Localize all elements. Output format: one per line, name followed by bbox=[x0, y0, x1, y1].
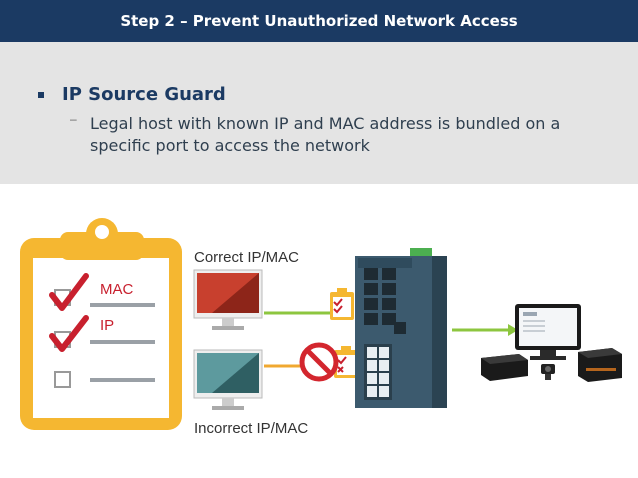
slide-title: Step 2 – Prevent Unauthorized Network Ac… bbox=[0, 0, 638, 42]
output-arrow bbox=[452, 324, 518, 336]
checklist-item-ip: IP bbox=[100, 317, 115, 334]
sub-bullet-dash: – bbox=[70, 112, 77, 126]
camera-icon bbox=[541, 364, 555, 380]
checklist-item-mac: MAC bbox=[100, 281, 134, 298]
network-switch-icon bbox=[355, 248, 447, 408]
small-clipboard-ok-icon bbox=[330, 288, 354, 320]
edge-box-icon bbox=[481, 354, 528, 381]
prohibited-icon bbox=[299, 342, 339, 382]
gateway-box-icon bbox=[578, 348, 622, 382]
checkbox-mac bbox=[49, 273, 89, 311]
checkbox-ip bbox=[49, 315, 89, 352]
correct-ip-mac-label: Correct IP/MAC bbox=[194, 249, 300, 266]
incorrect-monitor-icon bbox=[193, 349, 263, 410]
checkbox-empty bbox=[54, 371, 71, 388]
sub-bullet-text: Legal host with known IP and MAC address… bbox=[90, 114, 561, 155]
content-box bbox=[0, 42, 638, 184]
correct-monitor-icon bbox=[193, 269, 263, 330]
small-clipboard-bad-icon bbox=[334, 346, 358, 378]
bullet-title: IP Source Guard bbox=[62, 84, 226, 105]
bullet-marker bbox=[38, 92, 44, 98]
display-device-icon bbox=[515, 304, 581, 360]
incorrect-ip-mac-label: Incorrect IP/MAC bbox=[194, 420, 309, 437]
